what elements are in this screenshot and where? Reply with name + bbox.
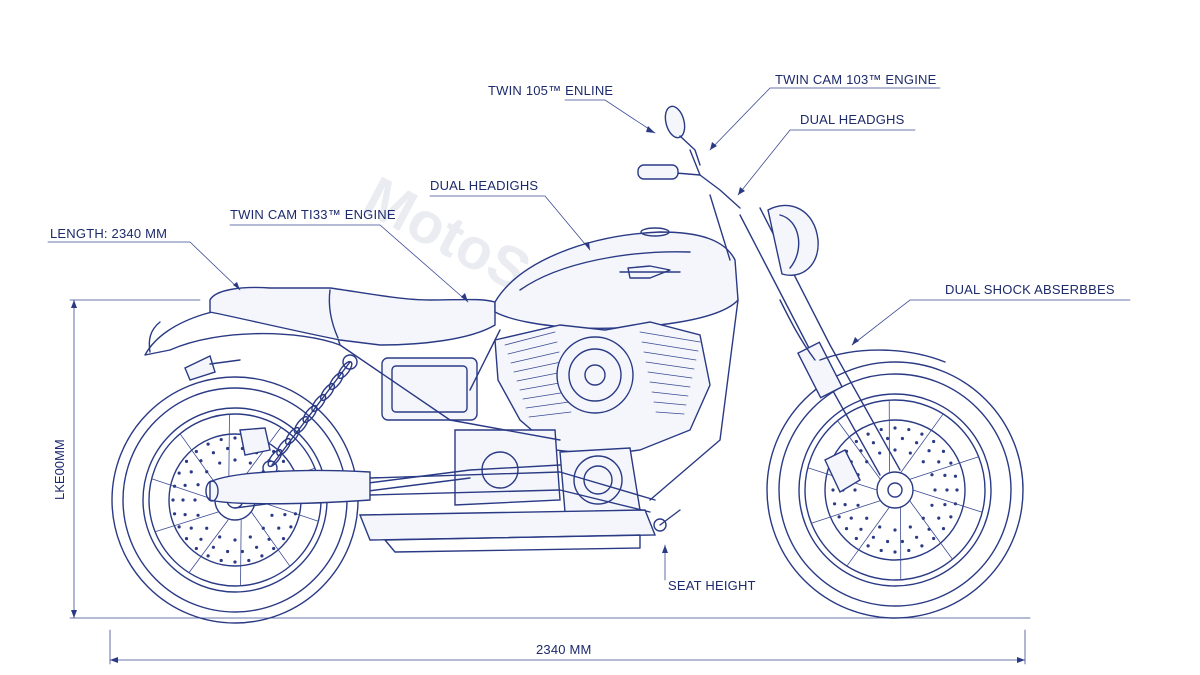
footpeg <box>653 509 681 532</box>
handlebars <box>637 149 741 261</box>
rear-turn-signal <box>184 355 241 381</box>
headlight <box>767 204 819 276</box>
front-fender <box>819 349 946 363</box>
label-length: LENGTH: 2340 MM <box>50 226 168 241</box>
label-twin-105-engine: TWIN 105™ ENLINE <box>488 83 614 98</box>
label-height-dimension: LKE00MM <box>52 439 67 500</box>
exhaust <box>205 469 657 553</box>
label-twin-cam-103-engine: TWIN CAM 103™ ENGINE <box>775 72 937 87</box>
front-wheel <box>766 361 1024 619</box>
mirror <box>664 105 701 166</box>
rear-shock-absorber <box>262 354 358 476</box>
rear-brake-caliper <box>239 427 271 456</box>
label-dual-headlights-left: DUAL HEADIGHS <box>430 178 539 193</box>
label-overall-length: 2340 MM <box>536 642 592 657</box>
label-dual-headlights-right: DUAL HEADGHS <box>800 112 905 127</box>
fuel-tank <box>494 227 739 329</box>
callout-leaders <box>47 87 1131 581</box>
label-dual-shock-absorbers: DUAL SHOCK ABSERBBES <box>945 282 1115 297</box>
engine <box>454 321 711 513</box>
label-seat-height: SEAT HEIGHT <box>668 578 756 593</box>
front-brake-caliper <box>824 449 861 493</box>
label-twin-cam-engine: TWIN CAM TI33™ ENGINE <box>230 207 396 222</box>
dimension-lines <box>69 299 1031 665</box>
side-cover <box>381 357 478 421</box>
seat <box>209 286 496 346</box>
frame <box>339 299 739 501</box>
front-fork <box>739 207 901 476</box>
